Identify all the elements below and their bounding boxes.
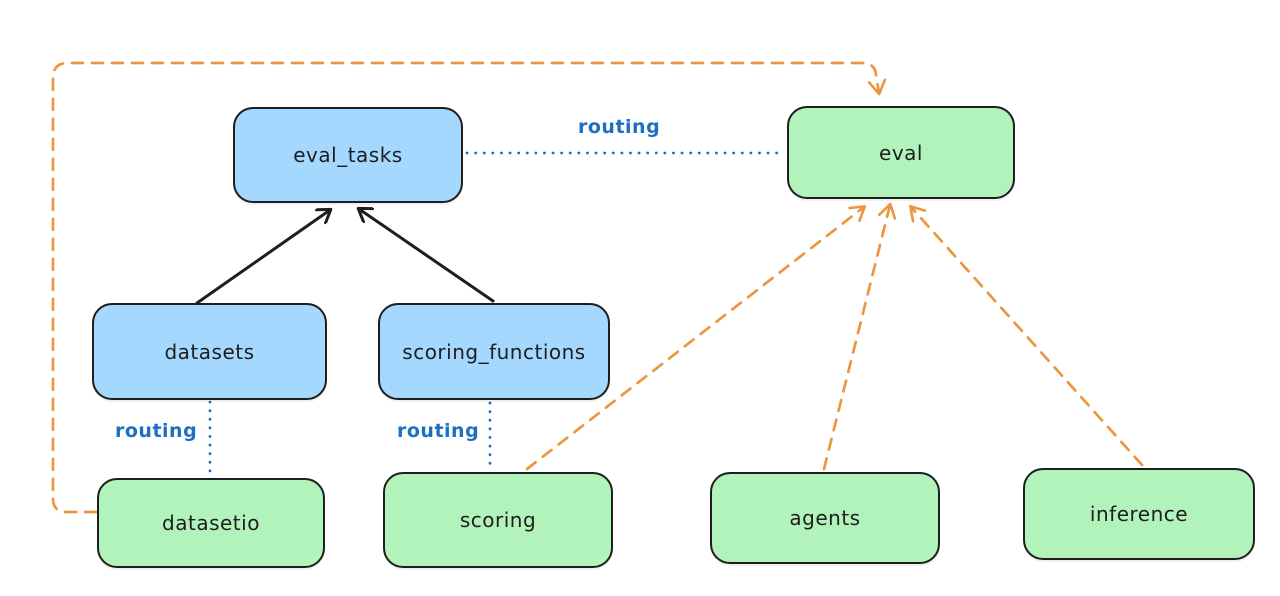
node-scoring-functions: scoring_functions bbox=[378, 303, 610, 400]
node-scoring-functions-label: scoring_functions bbox=[402, 339, 586, 364]
edge-datasets-to-eval-tasks bbox=[195, 210, 330, 305]
edge-agents-to-eval bbox=[822, 202, 897, 471]
node-datasetio-label: datasetio bbox=[162, 511, 260, 535]
edge-inference-to-eval bbox=[909, 204, 1144, 467]
routing-label-eval-tasks-eval: routing bbox=[578, 116, 661, 138]
node-scoring: scoring bbox=[383, 472, 613, 568]
routing-label-scoring-functions-scoring: routing bbox=[397, 420, 480, 442]
node-inference: inference bbox=[1023, 468, 1255, 560]
node-eval-label: eval bbox=[879, 140, 923, 165]
node-eval-tasks-label: eval_tasks bbox=[293, 143, 403, 167]
node-inference-label: inference bbox=[1089, 502, 1189, 526]
node-datasets: datasets bbox=[92, 303, 327, 400]
node-eval: eval bbox=[787, 106, 1015, 199]
node-eval-tasks: eval_tasks bbox=[233, 107, 463, 203]
node-datasetio: datasetio bbox=[97, 478, 325, 568]
node-scoring-label: scoring bbox=[459, 508, 537, 532]
node-agents: agents bbox=[710, 472, 940, 564]
node-datasets-label: datasets bbox=[164, 339, 255, 364]
edge-scoring-functions-to-eval-tasks bbox=[359, 209, 495, 303]
edge-datasetio-to-eval-loop bbox=[51, 61, 887, 514]
node-agents-label: agents bbox=[789, 506, 861, 530]
routing-label-datasets-datasetio: routing bbox=[115, 420, 198, 442]
